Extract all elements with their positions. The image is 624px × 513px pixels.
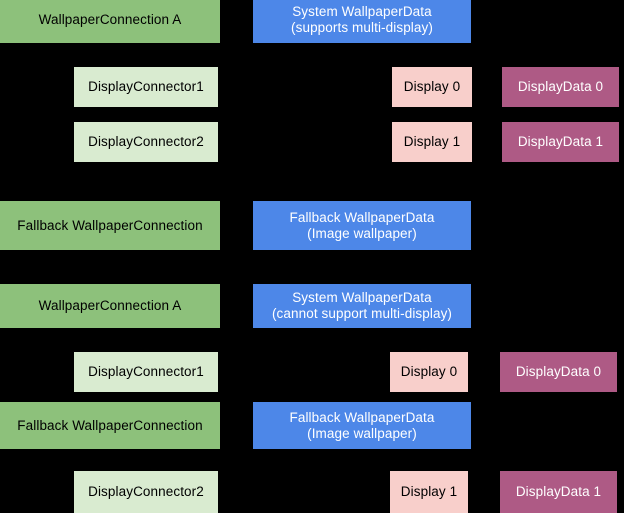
diagram-node-display-1-top: Display 1 (392, 122, 472, 162)
diagram-node-wallpaper-connection-a-bottom: WallpaperConnection A (0, 284, 220, 328)
diagram-node-wallpaper-connection-a-top: WallpaperConnection A (0, 0, 220, 43)
diagram-node-system-wallpaperdata-supports: System WallpaperData (supports multi-dis… (253, 0, 471, 43)
diagram-node-display-data-1-top: DisplayData 1 (502, 122, 619, 162)
diagram-node-display-data-1-bottom: DisplayData 1 (500, 471, 617, 513)
diagram-node-display-data-0-top: DisplayData 0 (502, 67, 619, 107)
diagram-node-fallback-wallpaper-connection-top: Fallback WallpaperConnection (0, 201, 220, 250)
diagram-node-fallback-wallpaperdata-bottom: Fallback WallpaperData (Image wallpaper) (253, 402, 471, 449)
diagram-node-display-0-top: Display 0 (392, 67, 472, 107)
diagram-node-fallback-wallpaper-connection-bottom: Fallback WallpaperConnection (0, 402, 220, 449)
diagram-node-display-data-0-bottom: DisplayData 0 (500, 352, 617, 392)
diagram-node-system-wallpaperdata-cannot: System WallpaperData (cannot support mul… (253, 284, 471, 328)
diagram-node-display-0-bottom: Display 0 (390, 352, 468, 392)
diagram-node-display-connector-2-bottom: DisplayConnector2 (74, 471, 218, 513)
diagram-node-fallback-wallpaperdata-top: Fallback WallpaperData (Image wallpaper) (253, 201, 471, 250)
diagram-node-display-connector-2-top: DisplayConnector2 (74, 122, 218, 162)
diagram-node-display-connector-1-bottom: DisplayConnector1 (74, 352, 218, 392)
diagram-node-display-1-bottom: Display 1 (390, 471, 468, 513)
diagram-node-display-connector-1-top: DisplayConnector1 (74, 67, 218, 107)
